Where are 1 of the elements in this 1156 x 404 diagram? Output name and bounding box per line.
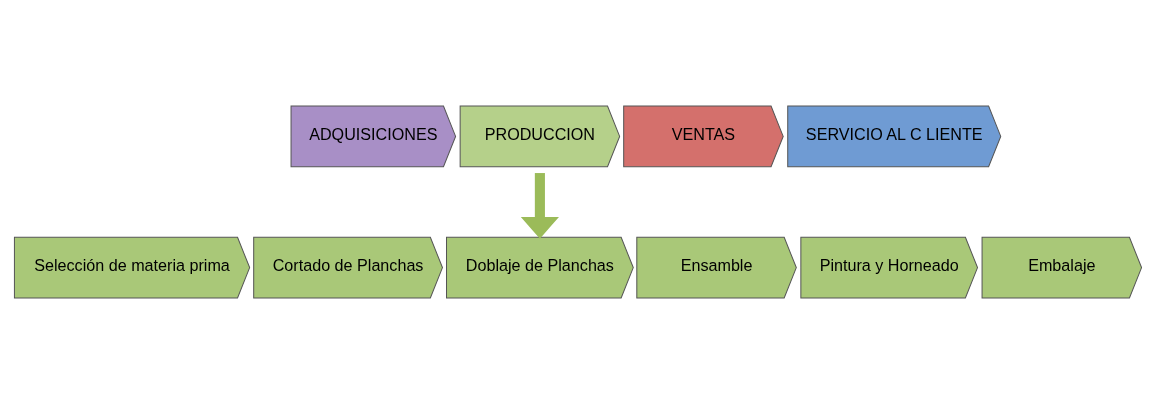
arrow	[520, 173, 559, 239]
